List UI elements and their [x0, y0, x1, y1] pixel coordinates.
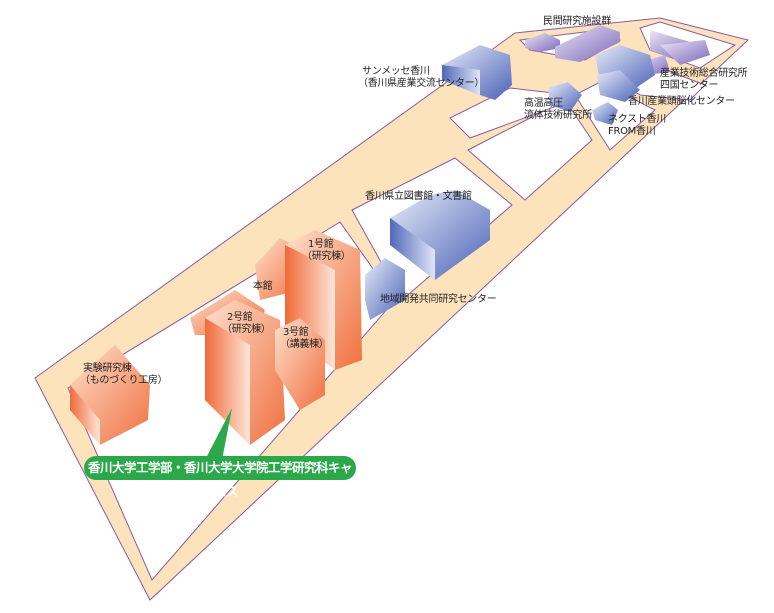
- campus-buildings: [70, 230, 362, 445]
- label-aist: 産業技術総合研究所: [660, 68, 748, 79]
- label-bldg1-sub: （研究棟）: [302, 251, 351, 262]
- label-next-sub: FROM香川: [608, 126, 656, 137]
- label-bldg2-sub: （研究棟）: [222, 324, 271, 335]
- label-sunmesse-sub: （香川県産業交流センター）: [358, 78, 485, 89]
- label-fluid: 高温高圧: [524, 98, 563, 109]
- label-bldg1: 1号館: [308, 239, 334, 250]
- banner-pointer: [205, 408, 232, 460]
- label-regional-center: 地域開発共同研究センター: [380, 294, 497, 305]
- label-bldg3: 3号館: [283, 327, 309, 338]
- label-bldg2: 2号館: [227, 312, 253, 323]
- label-next: ネクスト香川: [608, 114, 666, 125]
- label-aist-sub: 四国センター: [660, 80, 719, 91]
- label-brain-center: 香川産業頭脳化センター: [628, 96, 735, 107]
- label-lab: 実験研究棟: [83, 363, 132, 374]
- campus-title-banner: 香川大学工学部・香川大学大学院工学研究科キャンパス: [84, 456, 356, 499]
- label-library: 香川県立図書館・文書館: [365, 191, 472, 202]
- label-bldg3-sub: （講義棟）: [280, 339, 329, 350]
- label-fluid-sub: 流体技術研究所: [524, 110, 592, 121]
- neighbor-buildings: [365, 45, 655, 320]
- label-private-labs: 民間研究施設群: [543, 16, 611, 27]
- label-main: 本館: [253, 281, 273, 292]
- label-sunmesse: サンメッセ香川: [362, 66, 430, 77]
- label-lab-sub: （ものづくり工房）: [80, 375, 168, 386]
